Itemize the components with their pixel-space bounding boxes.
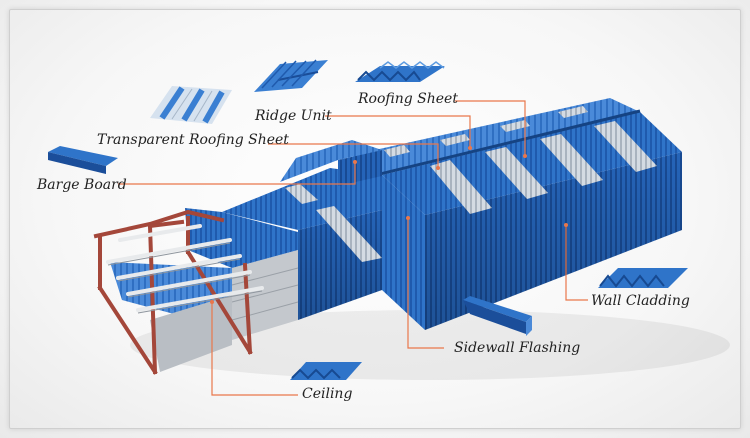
label-wall-cladding: Wall Cladding (591, 293, 690, 309)
wall-cladding-sample (598, 268, 688, 288)
label-ceiling: Ceiling (302, 386, 352, 402)
roofing-sheet-sample (355, 62, 445, 82)
barge-board-sample (48, 146, 118, 174)
transparent-sheet-sample (150, 86, 232, 124)
label-roofing-sheet: Roofing Sheet (358, 91, 458, 107)
label-sidewall-flashing: Sidewall Flashing (454, 340, 580, 356)
label-transparent-roofing-sheet: Transparent Roofing Sheet (97, 132, 289, 148)
label-barge-board: Barge Board (37, 177, 127, 193)
label-ridge-unit: Ridge Unit (255, 108, 332, 124)
ridge-unit-sample (254, 60, 328, 92)
